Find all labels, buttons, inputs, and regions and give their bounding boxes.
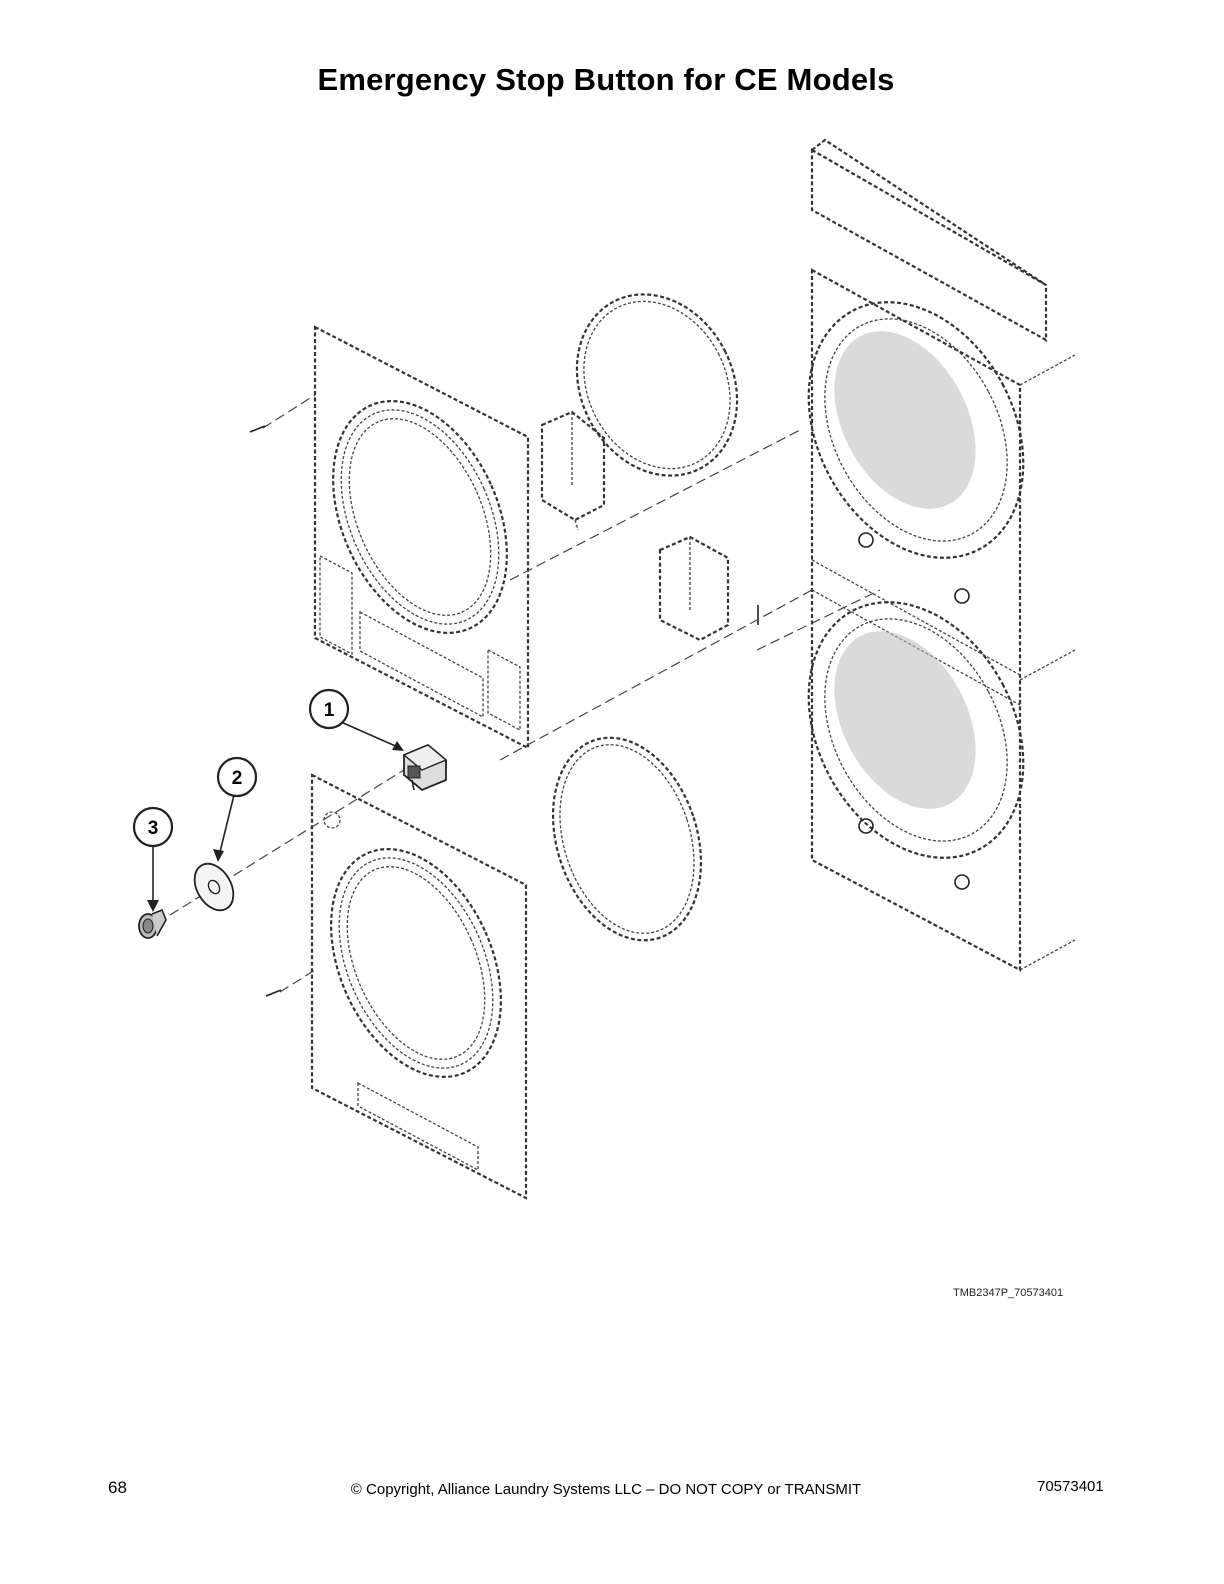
upper-panel-screw [249, 394, 316, 433]
stop-button-icon [138, 908, 167, 939]
upper-hinge-bracket [540, 410, 606, 531]
cabinet-frame [807, 138, 1076, 972]
callout-3-label: 3 [148, 818, 159, 839]
copyright-notice: © Copyright, Alliance Laundry Systems LL… [350, 1481, 862, 1498]
washer-icon [193, 862, 235, 912]
callout-3: 3 [132, 806, 174, 912]
upper-gasket [575, 293, 739, 477]
callout-2: 2 [213, 756, 258, 862]
page-number: 68 [108, 1478, 127, 1497]
figure-code: TMB2347P_70573401 [953, 1287, 1064, 1299]
lower-gasket [551, 736, 703, 942]
lower-panel-screw [265, 969, 316, 997]
lower-hinge-bracket [658, 535, 730, 642]
cabinet-screw [756, 589, 881, 651]
document-number: 70573401 [1037, 1478, 1104, 1495]
page-title: Emergency Stop Button for CE Models [317, 62, 895, 97]
callout-2-label: 2 [232, 768, 243, 789]
emergency-stop-switch-icon [402, 743, 448, 792]
lower-front-panel [310, 773, 528, 1200]
callout-1: 1 [308, 688, 404, 751]
callout-1-label: 1 [324, 700, 335, 721]
upper-front-panel [313, 325, 530, 750]
